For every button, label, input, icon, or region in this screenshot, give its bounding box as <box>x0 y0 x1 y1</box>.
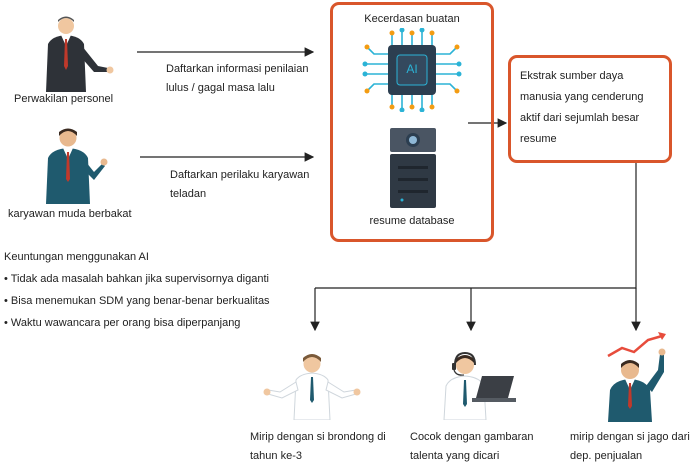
outcome-1-line-2: tahun ke-3 <box>250 450 302 462</box>
outcome-1-figure <box>263 354 361 420</box>
arrow-1-label-line-1: Daftarkan informasi penilaian <box>166 63 309 75</box>
outcome-3-figure <box>607 332 666 422</box>
source-2-label: karyawan muda berbakat <box>8 208 132 220</box>
arrow-1-label: Daftarkan informasi penilaian lulus / ga… <box>166 60 308 98</box>
extract-box-text: Ekstrak sumber daya manusia yang cenderu… <box>520 66 644 150</box>
extract-line-1: Ekstrak sumber daya <box>520 70 624 82</box>
arrow-2-label-line-1: Daftarkan perilaku karyawan <box>170 169 310 181</box>
outcome-1-line-1: Mirip dengan si brondong di <box>250 431 386 443</box>
benefit-item: Bisa menemukan SDM yang benar-benar berk… <box>4 290 270 312</box>
extract-line-2: manusia yang cenderung <box>520 91 644 103</box>
benefit-item: Waktu wawancara per orang bisa diperpanj… <box>4 312 270 334</box>
outcome-3-label: mirip dengan si jago dari dep. penjualan <box>570 428 690 466</box>
arrow-2-label-line-2: teladan <box>170 188 207 200</box>
outcome-2-label: Cocok dengan gambaran talenta yang dicar… <box>410 428 534 466</box>
outcome-2-line-1: Cocok dengan gambaran <box>410 431 534 443</box>
outcome-2-line-2: talenta yang dicari <box>410 450 500 462</box>
young-talent-figure <box>46 128 108 204</box>
outcome-1-label: Mirip dengan si brondong di tahun ke-3 <box>250 428 386 466</box>
ai-box-title: Kecerdasan buatan <box>364 13 460 25</box>
extract-line-3: aktif dari sejumlah besar <box>520 112 640 124</box>
benefits-title: Keuntungan menggunakan AI <box>4 251 149 263</box>
resume-database-icon <box>390 128 436 208</box>
benefits-list: Tidak ada masalah bahkan jika supervisor… <box>4 268 270 334</box>
source-1-label: Perwakilan personel <box>14 93 114 105</box>
arrow-1-label-line-2: lulus / gagal masa lalu <box>166 82 275 94</box>
resume-database-label: resume database <box>369 215 455 227</box>
benefit-item: Tidak ada masalah bahkan jika supervisor… <box>4 268 270 290</box>
ai-chip-text: AI <box>406 62 418 76</box>
extract-line-4: resume <box>520 133 557 145</box>
arrow-2-label: Daftarkan perilaku karyawan teladan <box>170 166 309 204</box>
outcome-3-line-2: dep. penjualan <box>570 450 643 462</box>
outcome-2-figure <box>443 351 516 420</box>
ai-chip-icon <box>362 28 462 112</box>
personel-representative-figure <box>46 16 114 92</box>
ai-box <box>330 2 494 242</box>
extract-box <box>508 55 672 163</box>
outcome-3-line-1: mirip dengan si jago dari <box>570 431 690 443</box>
benefits-section: Keuntungan menggunakan AI Tidak ada masa… <box>4 246 270 334</box>
